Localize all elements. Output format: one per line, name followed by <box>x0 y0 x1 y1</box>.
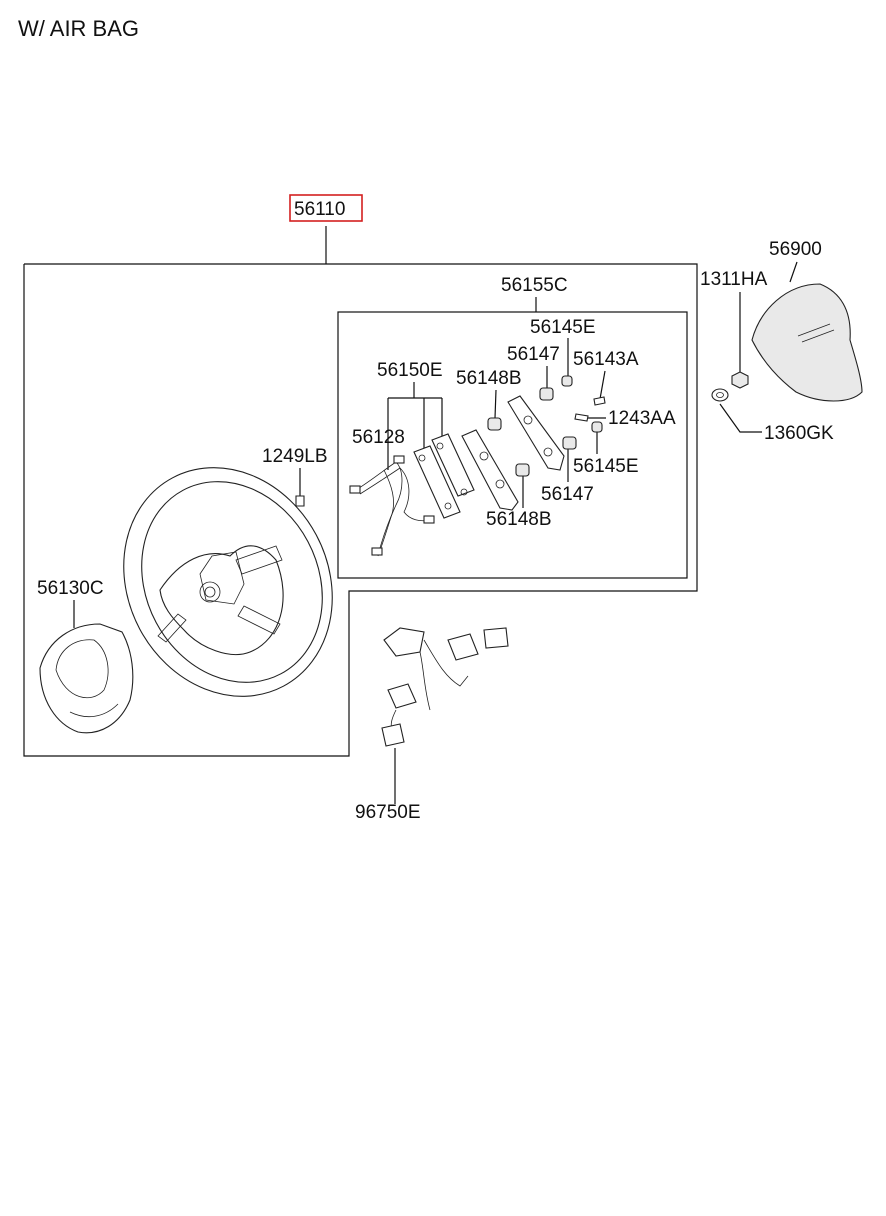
label-56147-top[interactable]: 56147 <box>507 344 560 365</box>
label-56147-bottom[interactable]: 56147 <box>541 484 594 505</box>
label-56148B-top[interactable]: 56148B <box>456 368 522 389</box>
label-56150E[interactable]: 56150E <box>377 360 443 381</box>
leader-56900 <box>789 261 798 283</box>
connector-56128-b <box>393 455 405 464</box>
switch-plates-56150E <box>413 433 475 519</box>
wiring-harness-56128 <box>349 455 435 557</box>
nut-1311HA <box>731 371 749 389</box>
assembly-outline <box>23 263 698 757</box>
steering-wheel <box>123 467 333 697</box>
label-56130C[interactable]: 56130C <box>37 578 104 599</box>
clock-spring-harness-96750E <box>381 627 509 747</box>
knob-56148B-bottom <box>515 463 530 477</box>
airbag-module-56900 <box>751 283 863 402</box>
switch-body-right <box>507 395 565 471</box>
cap-56145E-bottom <box>591 421 603 433</box>
diagram-title: W/ AIR BAG <box>18 16 139 41</box>
label-56148B-bottom[interactable]: 56148B <box>486 509 552 530</box>
screw-1243AA <box>574 413 589 422</box>
leader-56148B-top <box>494 389 497 419</box>
label-56110[interactable]: 56110 <box>294 199 345 220</box>
bolt-1249LB <box>295 495 305 507</box>
switch-subassembly-box <box>337 311 688 579</box>
label-56145E-top[interactable]: 56145E <box>530 317 596 338</box>
knob-56148B-top <box>487 417 502 431</box>
label-56143A[interactable]: 56143A <box>573 349 639 370</box>
highlight-box-56110 <box>289 194 363 222</box>
label-1243AA[interactable]: 1243AA <box>608 408 676 429</box>
label-56128[interactable]: 56128 <box>352 427 405 448</box>
connector-56128-d <box>423 515 435 524</box>
screw-56143A <box>593 396 606 406</box>
label-1249LB[interactable]: 1249LB <box>262 446 328 467</box>
label-1360GK[interactable]: 1360GK <box>764 423 834 444</box>
leader-1360GK <box>719 403 762 433</box>
label-56155C[interactable]: 56155C <box>501 275 568 296</box>
button-56147-top <box>539 387 554 401</box>
switch-body-left <box>461 429 519 511</box>
label-56145E-bottom[interactable]: 56145E <box>573 456 639 477</box>
label-56900[interactable]: 56900 <box>769 239 822 260</box>
cover-56130C <box>39 623 134 734</box>
connector-56128-a <box>349 485 361 494</box>
label-96750E[interactable]: 96750E <box>355 802 421 823</box>
washer-1360GK <box>711 388 729 402</box>
cap-56145E-top <box>561 375 573 387</box>
connector-56128-c <box>371 547 383 556</box>
button-56147-bottom <box>562 436 577 450</box>
label-1311HA[interactable]: 1311HA <box>700 269 768 290</box>
leader-56143A <box>599 370 606 400</box>
